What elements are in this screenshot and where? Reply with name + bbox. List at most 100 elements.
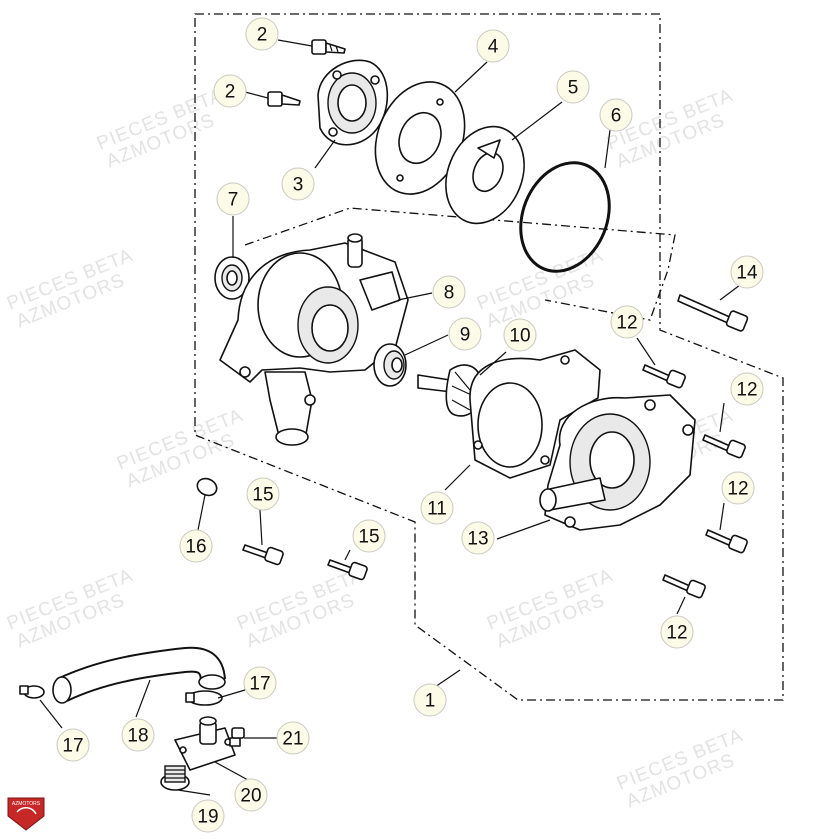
- callout-label: 17: [62, 736, 83, 757]
- callout-label: 3: [293, 175, 304, 196]
- callout-circle: [243, 666, 277, 700]
- callout-circle: [216, 182, 250, 216]
- thermostat-housing-part-20: [174, 716, 236, 771]
- pump-housing-part-8: [219, 233, 409, 446]
- callout-circle: [461, 521, 495, 555]
- hose-part-18: [52, 646, 226, 704]
- o-ring-part-6: [519, 161, 611, 273]
- callout-circle: [610, 305, 644, 339]
- callout-label: 10: [509, 326, 530, 347]
- part-number-callout: 14: [730, 255, 764, 289]
- callout-circle: [420, 491, 454, 525]
- callout-circle: [448, 317, 482, 351]
- part-number-callout: 10: [503, 318, 537, 352]
- azmotors-logo: AZMOTORS: [7, 797, 45, 831]
- gasket-part-5: [445, 125, 525, 225]
- part-number-callout: 15: [246, 477, 280, 511]
- part-number-callout: 21: [276, 721, 310, 755]
- plate-part-4: [374, 81, 466, 195]
- callout-circle: [246, 477, 280, 511]
- callout-label: 2: [225, 82, 236, 103]
- callout-label: 1: [425, 691, 436, 712]
- part-number-callout: 2: [213, 74, 247, 108]
- callout-label: 20: [240, 786, 261, 807]
- callout-label: 18: [127, 726, 148, 747]
- callout-circle: [432, 275, 466, 309]
- part-number-callout: 19: [191, 799, 225, 833]
- part-number-callout: 17: [56, 728, 90, 762]
- callout-label: 13: [467, 529, 488, 550]
- callout-label: 19: [197, 807, 218, 828]
- gasket-part-11: [469, 349, 601, 479]
- callout-label: 6: [611, 106, 622, 127]
- part-number-callout: 12: [730, 372, 764, 406]
- part-number-callout: 18: [121, 718, 155, 752]
- bolt-part-12: [642, 364, 686, 389]
- callout-label: 12: [736, 380, 757, 401]
- o-ring-part-16: [196, 477, 218, 497]
- clamp-part-17: [19, 685, 45, 699]
- callout-circle: [660, 615, 694, 649]
- callout-label: 7: [228, 190, 239, 211]
- thermostat-part-19: [160, 765, 190, 791]
- screw-part-21: [229, 727, 245, 747]
- part-number-callout: 9: [448, 317, 482, 351]
- callout-circle: [179, 529, 213, 563]
- callout-label: 12: [727, 479, 748, 500]
- callout-label: 15: [358, 527, 379, 548]
- part-number-callout: 17: [243, 666, 277, 700]
- part-number-callout: 3: [281, 167, 315, 201]
- callout-circle: [503, 318, 537, 352]
- callout-circle: [721, 471, 755, 505]
- callout-circle: [56, 728, 90, 762]
- callout-label: 11: [427, 499, 447, 520]
- part-number-callout: 20: [234, 778, 268, 812]
- seal-part-9: [373, 343, 407, 387]
- callout-circle: [556, 70, 590, 104]
- callout-label: 12: [666, 623, 687, 644]
- part-number-callout: 16: [179, 529, 213, 563]
- callout-circle: [599, 98, 633, 132]
- part-number-callout: 7: [216, 182, 250, 216]
- assembly-outline: [194, 13, 784, 701]
- callout-circle: [730, 255, 764, 289]
- outer-cover-part-13: [539, 394, 696, 531]
- part-number-callout: 1: [413, 683, 447, 717]
- bolt-part-15: [327, 559, 368, 581]
- bolt-part-15: [242, 544, 284, 566]
- bolt-part-12: [662, 574, 706, 599]
- clamp-part-17: [185, 690, 223, 706]
- callout-label: 17: [249, 674, 270, 695]
- callout-circle: [352, 519, 386, 553]
- bolt-part-2: [311, 39, 346, 55]
- callout-label: 5: [568, 78, 579, 99]
- part-number-callout: 15: [352, 519, 386, 553]
- callout-circle: [121, 718, 155, 752]
- part-number-callout: 6: [599, 98, 633, 132]
- callout-label: 4: [488, 37, 499, 58]
- part-number-callout: 2: [245, 17, 279, 51]
- pump-cover-part-3: [317, 59, 389, 146]
- callout-circle: [276, 721, 310, 755]
- callout-circle: [476, 29, 510, 63]
- callout-circle: [730, 372, 764, 406]
- callout-circle: [245, 17, 279, 51]
- callout-circle: [281, 167, 315, 201]
- part-number-callout: 4: [476, 29, 510, 63]
- bolt-part-12: [705, 529, 748, 554]
- callout-label: 15: [252, 485, 273, 506]
- part-number-callout: 5: [556, 70, 590, 104]
- part-number-callout: 12: [721, 471, 755, 505]
- part-number-callout: 13: [461, 521, 495, 555]
- part-number-callout: 11: [420, 491, 454, 525]
- callout-circle: [234, 778, 268, 812]
- leader-lines: [39, 39, 741, 796]
- callout-label: 8: [444, 283, 455, 304]
- bearing-part-7: [214, 256, 250, 300]
- callout-label: 9: [460, 325, 471, 346]
- callout-label: 2: [257, 25, 268, 46]
- callout-circle: [213, 74, 247, 108]
- callout-circle: [413, 683, 447, 717]
